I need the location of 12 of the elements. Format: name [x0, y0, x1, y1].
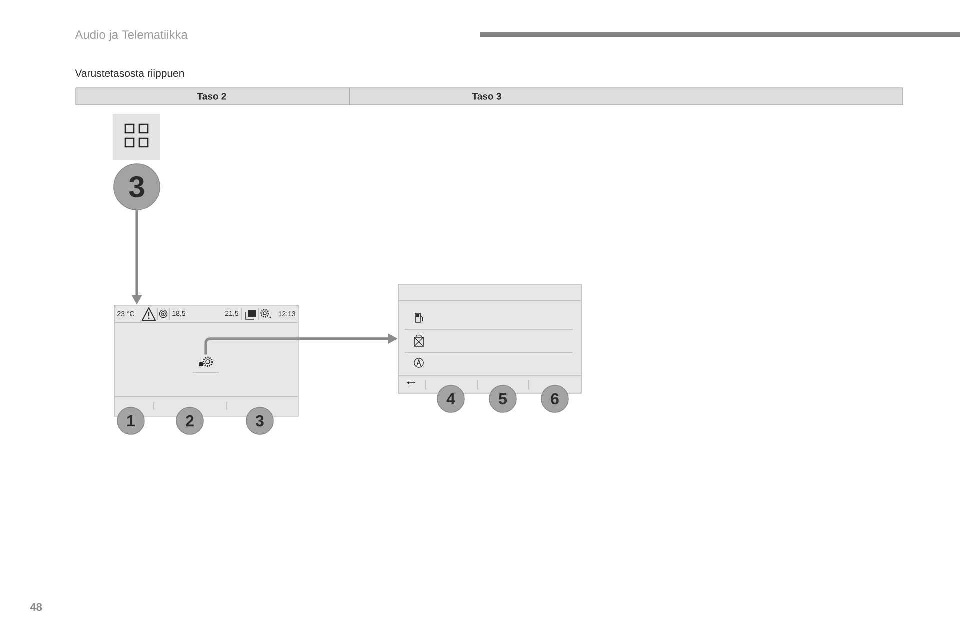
page-number: 48 [30, 603, 42, 612]
settings-icon [199, 356, 214, 368]
callout-number: 4 [437, 385, 465, 413]
page-header: Audio ja Telematiikka [75, 30, 188, 42]
callout-number: 3 [246, 407, 274, 435]
step-number: 3 [114, 164, 160, 210]
callout-number: 6 [541, 385, 569, 413]
table-header-cell: Taso 2 [76, 88, 350, 106]
note-text: Varustetasosta riippuen [75, 69, 184, 80]
callout-number: 1 [117, 407, 145, 435]
callout-number: 2 [176, 407, 204, 435]
callout-number: 5 [489, 385, 517, 413]
